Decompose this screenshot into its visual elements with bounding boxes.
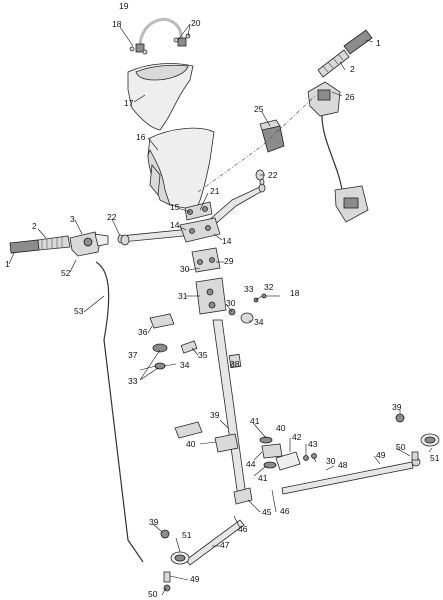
callout-39-left: 39 — [149, 517, 159, 527]
part-31-stem-clamp — [195, 277, 227, 315]
callout-40-left: 40 — [186, 439, 196, 449]
part-lower-brackets — [174, 421, 317, 505]
callout-53: 53 — [74, 306, 84, 316]
part-17-cover — [127, 63, 194, 131]
callout-20: 20 — [191, 18, 201, 28]
callout-22-right: 22 — [268, 170, 278, 180]
callout-22-left: 22 — [107, 212, 117, 222]
callout-2-right: 2 — [350, 64, 355, 74]
callout-44: 44 — [246, 459, 256, 469]
part-26-brake-master — [307, 81, 369, 223]
part-25-bracket — [259, 119, 285, 153]
callout-14-left: 14 — [170, 220, 180, 230]
callout-42: 42 — [292, 432, 302, 442]
callout-30-lower: 30 — [326, 456, 336, 466]
callout-19: 19 — [119, 1, 129, 11]
callout-33-upper: 33 — [244, 284, 254, 294]
callout-45: 45 — [262, 507, 272, 517]
callout-34-upper: 34 — [254, 317, 264, 327]
callout-51-right: 51 — [430, 453, 440, 463]
part-left-grip — [9, 235, 71, 254]
part-clamp-upper — [179, 201, 221, 243]
callout-18-top: 18 — [112, 19, 122, 29]
callout-34-lower: 34 — [180, 360, 190, 370]
part-29-clamp-lower — [191, 247, 221, 273]
callout-14-right: 14 — [222, 236, 232, 246]
callout-49-left: 49 — [190, 574, 200, 584]
callout-21: 21 — [210, 186, 220, 196]
callout-38: 38 — [230, 359, 240, 369]
part-3-left-control — [69, 231, 109, 257]
part-16-housing — [147, 127, 215, 211]
callout-29: 29 — [224, 256, 234, 266]
callout-1-right: 1 — [376, 38, 381, 48]
part-51-rod-end-left — [160, 529, 190, 592]
callout-30-mid: 30 — [226, 298, 236, 308]
part-hose-assembly — [129, 18, 191, 55]
callout-41-lower: 41 — [258, 473, 268, 483]
callout-47: 47 — [220, 540, 230, 550]
callout-39-mid: 39 — [210, 410, 220, 420]
callout-48: 48 — [338, 460, 348, 470]
callout-32: 32 — [264, 282, 274, 292]
part-51-rod-end-right — [395, 413, 440, 461]
callout-36: 36 — [138, 327, 148, 337]
callout-33-lower: 33 — [128, 376, 138, 386]
callout-46-right: 46 — [280, 506, 290, 516]
callout-31: 31 — [178, 291, 188, 301]
callout-3: 3 — [70, 214, 75, 224]
callout-labels: 1 2 26 25 22 17 16 19 18 20 21 15 14 14 … — [5, 1, 440, 599]
callout-39-right: 39 — [392, 402, 402, 412]
callout-51-left: 51 — [182, 530, 192, 540]
callout-25: 25 — [254, 104, 264, 114]
part-38-steering-column — [212, 319, 247, 498]
callout-37: 37 — [128, 350, 138, 360]
callout-49-right: 49 — [376, 450, 386, 460]
part-right-grip — [317, 29, 373, 78]
callout-40-right: 40 — [276, 423, 286, 433]
callout-41-upper: 41 — [250, 416, 260, 426]
callout-35: 35 — [198, 350, 208, 360]
callout-2-left: 2 — [32, 221, 37, 231]
leader-lines — [8, 23, 433, 596]
callout-1-left: 1 — [5, 259, 10, 269]
callout-18-mid: 18 — [290, 288, 300, 298]
callout-17: 17 — [124, 98, 134, 108]
part-47-tie-rod — [185, 519, 245, 566]
callout-26: 26 — [345, 92, 355, 102]
part-48-tie-rod — [281, 457, 421, 495]
callout-46-left: 46 — [238, 524, 248, 534]
callout-50-right: 50 — [396, 442, 406, 452]
callout-16: 16 — [136, 132, 146, 142]
callout-50-left: 50 — [148, 589, 158, 599]
callout-43: 43 — [308, 439, 318, 449]
callout-52: 52 — [61, 268, 71, 278]
part-53-cable — [95, 261, 144, 563]
callout-30-upper: 30 — [180, 264, 190, 274]
callout-15: 15 — [170, 202, 180, 212]
